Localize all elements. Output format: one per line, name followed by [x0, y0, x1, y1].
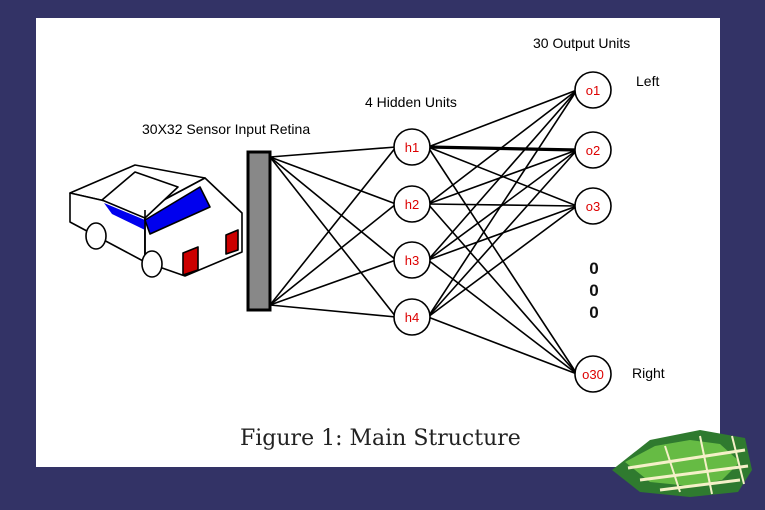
input-retina	[246, 150, 272, 312]
input-hidden-edge	[269, 156, 397, 318]
input-hidden-edge	[269, 203, 397, 306]
input-hidden-edge	[269, 156, 397, 261]
hidden-units-label: 4 Hidden Units	[365, 94, 457, 110]
right-label: Right	[632, 365, 665, 381]
corner-logo-icon	[612, 430, 752, 497]
hidden-unit-circle	[393, 185, 431, 223]
input-hidden-edge	[269, 146, 397, 306]
output-unit-label: o3	[586, 199, 600, 214]
nodes: h1 h2 h3 h4 o1 o2 o3 o30	[393, 71, 612, 393]
ellipsis-mark: 0	[589, 303, 599, 322]
input-hidden-edge	[269, 146, 397, 158]
hidden-output-edge	[427, 149, 578, 205]
hidden-output-edge	[427, 259, 578, 375]
hidden-unit-circle	[393, 241, 431, 279]
hidden-output-edge	[427, 89, 578, 261]
hidden-output-edge	[427, 149, 578, 261]
figure-caption: Figure 1: Main Structure	[240, 426, 521, 451]
hidden-output-edge	[427, 89, 578, 205]
output-unit-circle	[574, 355, 612, 393]
car-illustration	[69, 164, 243, 278]
ellipsis-mark: 0	[589, 281, 599, 300]
output-unit-label: o30	[582, 367, 604, 382]
retina-label: 30X32 Sensor Input Retina	[142, 121, 311, 137]
input-hidden-edge	[269, 156, 397, 205]
output-unit-circle	[574, 187, 612, 225]
hidden-output-edge	[427, 205, 578, 318]
output-units-label: 30 Output Units	[533, 35, 631, 51]
output-unit-circle	[574, 131, 612, 169]
hidden-output-edge	[427, 89, 578, 318]
hidden-unit-label: h1	[405, 140, 419, 155]
hidden-unit-circle	[393, 298, 431, 336]
hidden-unit-label: h2	[405, 197, 419, 212]
left-label: Left	[636, 73, 660, 89]
hidden-output-edge	[427, 145, 578, 152]
output-unit-label: o1	[586, 83, 600, 98]
hidden-output-edge	[427, 146, 578, 375]
hidden-output-edge	[427, 316, 578, 375]
hidden-output-edge	[427, 149, 578, 318]
hidden-unit-label: h3	[405, 253, 419, 268]
hidden-output-edge	[427, 89, 578, 148]
output-unit-label: o2	[586, 143, 600, 158]
ellipsis-marks: 0 0 0	[586, 258, 602, 324]
connections	[269, 89, 578, 375]
input-hidden-edge	[269, 304, 397, 318]
hidden-unit-circle	[393, 128, 431, 166]
input-hidden-edge	[269, 259, 397, 306]
hidden-unit-label: h4	[405, 310, 419, 325]
ellipsis-mark: 0	[589, 259, 599, 278]
hidden-output-edge	[427, 203, 578, 375]
output-unit-circle	[574, 71, 612, 109]
